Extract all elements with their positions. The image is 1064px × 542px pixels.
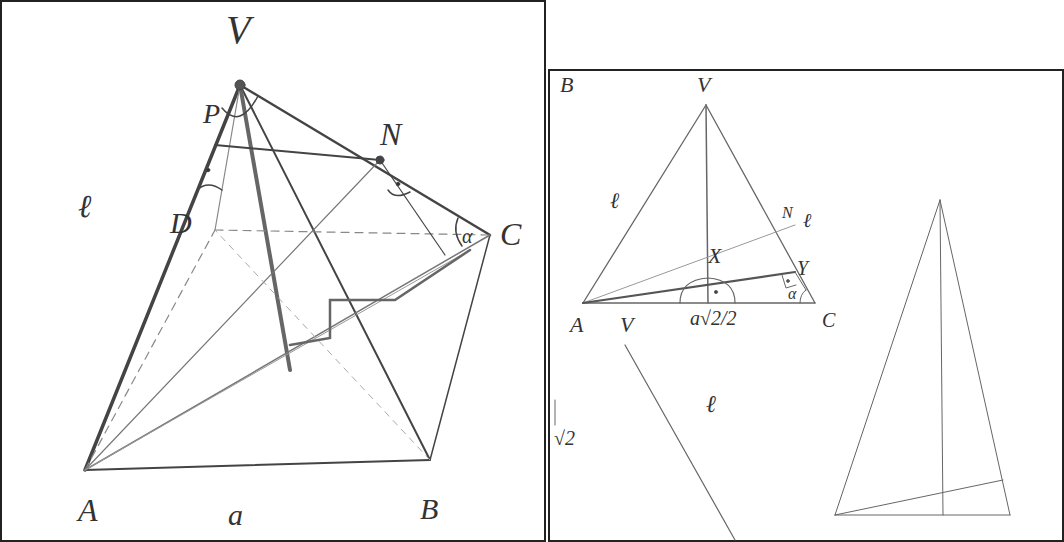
point-label: B	[560, 74, 573, 96]
point-label: C	[822, 310, 835, 330]
point-label: ℓ	[706, 392, 716, 416]
point-label: P	[203, 100, 220, 128]
point-label: N	[782, 205, 793, 221]
panel-frame	[1, 1, 545, 541]
point-label: V	[226, 10, 250, 50]
point-label: α	[462, 226, 473, 246]
point-label: C	[500, 218, 521, 250]
point-label: V	[620, 314, 633, 336]
point-label: V	[697, 74, 710, 96]
point-label: X	[708, 245, 721, 267]
point-label: A	[78, 494, 98, 526]
point-label: ℓ	[610, 190, 619, 212]
point-label: Y	[797, 258, 808, 278]
point-label: ℓ	[78, 190, 91, 222]
point-label: a	[228, 500, 243, 530]
point-label: B	[420, 494, 438, 524]
point-label: α	[788, 286, 796, 302]
pyramid	[85, 80, 490, 470]
panel-frame	[549, 70, 1063, 541]
point-label: A	[570, 314, 583, 336]
cross-section	[555, 105, 1010, 540]
point-label: D	[170, 208, 192, 238]
point-label: ℓ	[803, 210, 811, 230]
point-label: a√2/2	[690, 308, 737, 328]
point-label: N	[380, 118, 401, 150]
point-label: √2	[554, 428, 575, 448]
